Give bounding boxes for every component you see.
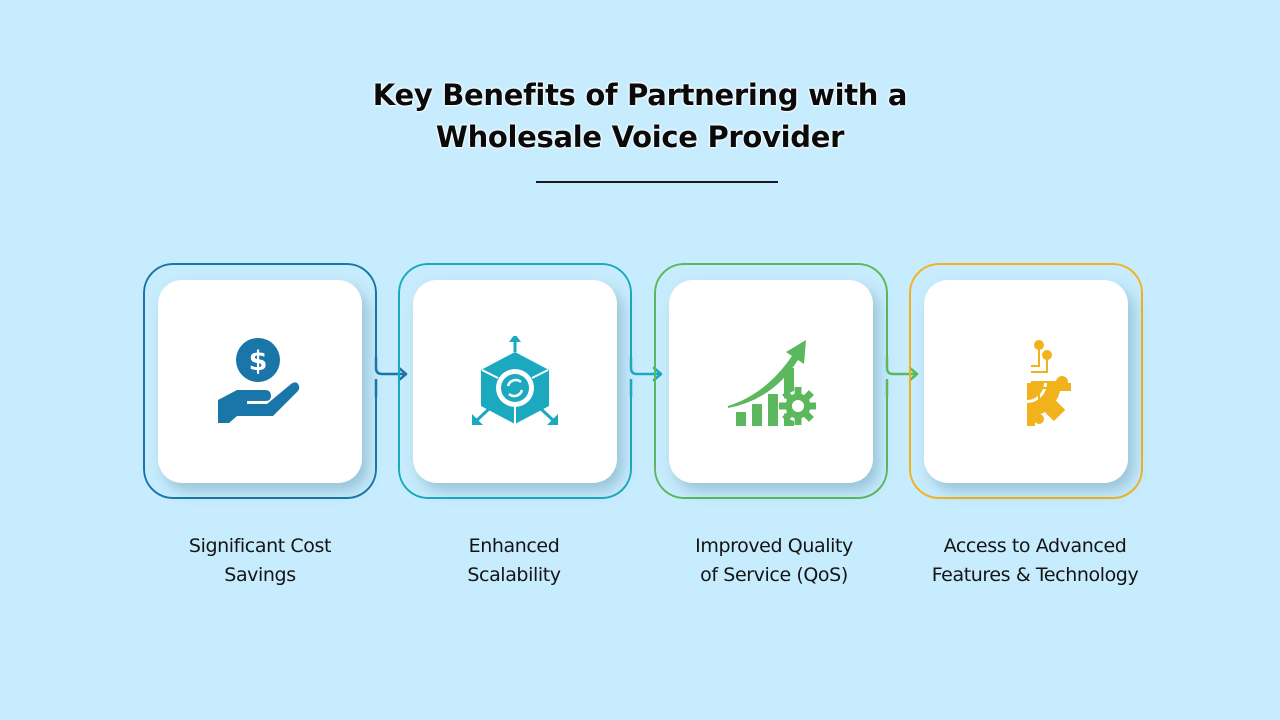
step-advanced-features bbox=[909, 263, 1143, 499]
step-cost-savings: $ bbox=[143, 263, 380, 499]
icon-card: $ bbox=[158, 280, 362, 483]
connector-arrow-3 bbox=[885, 357, 919, 397]
label-line-1: Enhanced bbox=[468, 535, 560, 557]
step-label-advanced-features: Access to Advanced Features & Technology bbox=[896, 532, 1174, 590]
title-underline bbox=[536, 181, 778, 183]
svg-text:$: $ bbox=[249, 346, 268, 377]
label-line-2: Features & Technology bbox=[931, 564, 1139, 586]
money-hand-icon: $ bbox=[218, 338, 300, 423]
label-line-2: of Service (QoS) bbox=[700, 564, 848, 586]
label-line-1: Access to Advanced bbox=[943, 535, 1127, 557]
connector-arrow-1 bbox=[374, 357, 408, 397]
title-line-1: Key Benefits of Partnering with a bbox=[372, 78, 908, 112]
connector-arrow-2 bbox=[629, 357, 663, 397]
page-title: Key Benefits of Partnering with a Wholes… bbox=[0, 74, 1280, 158]
step-label-scalability: Enhanced Scalability bbox=[384, 532, 644, 590]
label-line-1: Improved Quality bbox=[695, 535, 853, 557]
icon-card bbox=[924, 280, 1128, 483]
tech-gear-circuit-icon bbox=[1027, 340, 1071, 426]
icon-card bbox=[413, 280, 617, 483]
scalability-cube-icon bbox=[472, 336, 558, 425]
step-quality-of-service bbox=[654, 263, 891, 499]
title-line-2: Wholesale Voice Provider bbox=[435, 120, 845, 154]
step-scalability bbox=[398, 263, 635, 499]
label-line-2: Scalability bbox=[467, 564, 561, 586]
step-frame bbox=[909, 263, 1143, 499]
label-line-2: Savings bbox=[224, 564, 296, 586]
icon-card bbox=[669, 280, 873, 483]
step-label-cost-savings: Significant Cost Savings bbox=[130, 532, 390, 590]
step-label-quality-of-service: Improved Quality of Service (QoS) bbox=[644, 532, 904, 590]
growth-gear-icon bbox=[728, 340, 816, 426]
label-line-1: Significant Cost bbox=[188, 535, 332, 557]
